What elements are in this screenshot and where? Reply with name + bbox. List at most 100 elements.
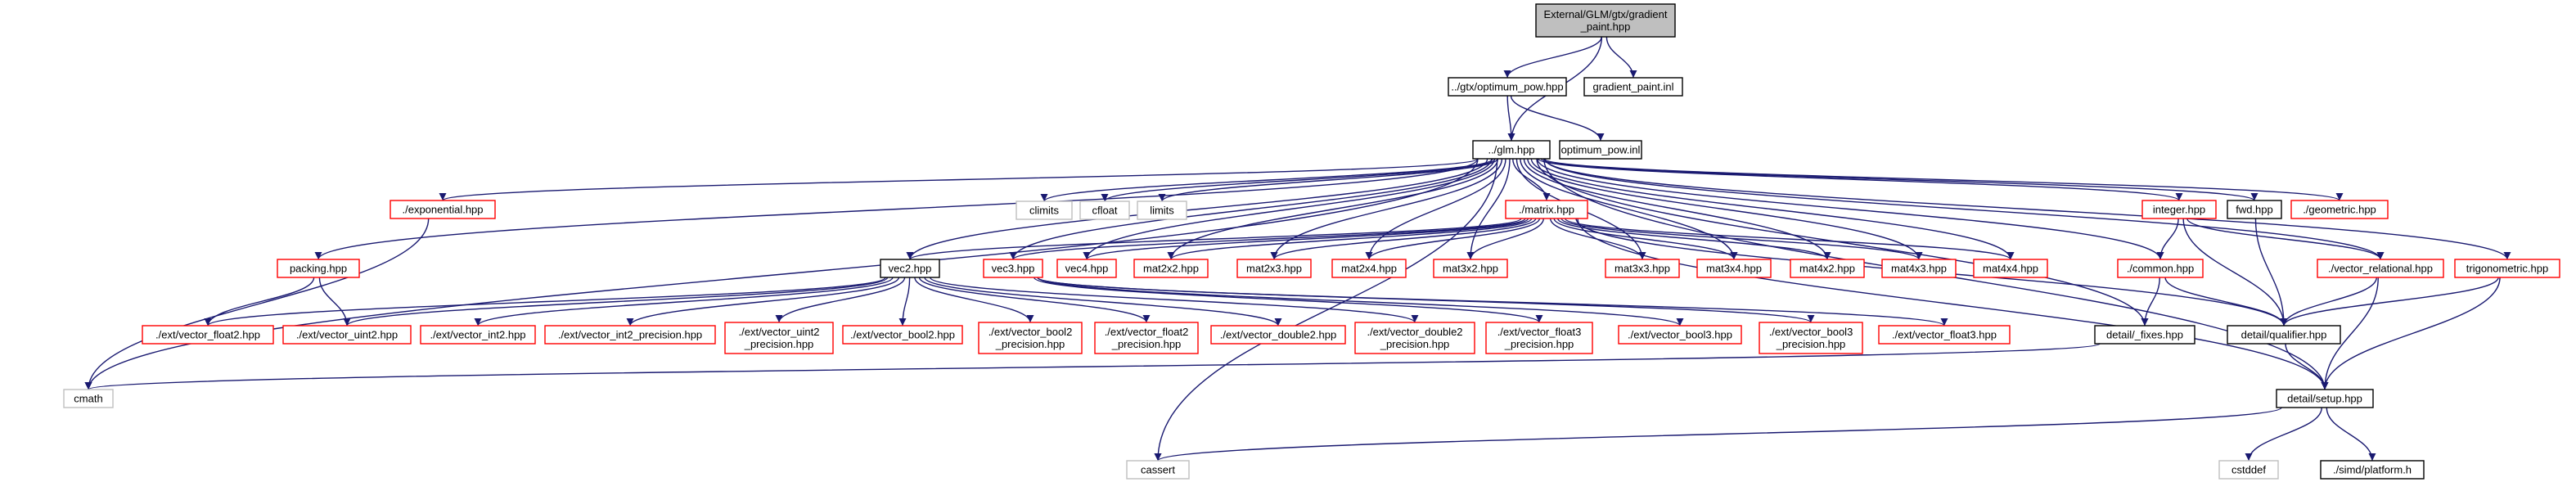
node-ext-vector-bool3[interactable]: ./ext/vector_bool3.hpp [1618, 325, 1742, 345]
node-label: fwd.hpp [2236, 204, 2273, 216]
node-mat2x4[interactable]: mat2x4.hpp [1331, 259, 1407, 278]
edge-vec2-to-ext_vector_float2_precision [918, 277, 1151, 323]
node-label: ./simd/platform.h [2333, 464, 2412, 476]
edge-glm-to-cfloat [1101, 158, 1496, 202]
node-label: ../gtx/optimum_pow.hpp [1451, 81, 1563, 93]
node-simd-platform[interactable]: ./simd/platform.h [2320, 460, 2425, 480]
edge-vec2-to-ext_vector_uint2 [343, 277, 889, 327]
node-vec2[interactable]: vec2.hpp [880, 259, 940, 278]
node-gradient-paint-inl[interactable]: gradient_paint.inl [1583, 77, 1683, 97]
node-mat4x4[interactable]: mat4x4.hpp [1973, 259, 2048, 278]
node-label: ./ext/vector_float3 [1497, 326, 1582, 338]
edge-optimum_pow-to-glm [1506, 95, 1515, 142]
node-ext-vector-int2-precision[interactable]: ./ext/vector_int2_precision.hpp [544, 325, 716, 345]
node-ext-vector-double2-precision[interactable]: ./ext/vector_double2_precision.hpp [1354, 322, 1475, 354]
node-fwd[interactable]: fwd.hpp [2227, 200, 2282, 219]
node-box [1605, 259, 1680, 278]
node-label: cfloat [1092, 205, 1117, 217]
edge-matrix-to-mat4x2 [1557, 218, 1831, 260]
node-detail-qualifier[interactable]: detail/qualifier.hpp [2227, 325, 2341, 345]
node-layer: External/GLM/gtx/gradient_paint.hpp ../gt… [63, 3, 2560, 480]
node-ext-vector-float3-precision[interactable]: ./ext/vector_float3_precision.hpp [1485, 322, 1593, 354]
node-mat4x2[interactable]: mat4x2.hpp [1790, 259, 1865, 278]
node-ext-vector-uint2-precision[interactable]: ./ext/vector_uint2_precision.hpp [724, 322, 834, 354]
edge-glm-to-cassert [1154, 158, 1498, 462]
node-ext-vector-float2[interactable]: ./ext/vector_float2.hpp [142, 325, 274, 345]
edge-vec3-to-ext_vector_float3_precision [1034, 277, 1543, 323]
node-box [842, 325, 963, 345]
node-label: ./ext/vector_int2.hpp [430, 329, 525, 341]
edge-glm-to-mat3x4 [1520, 158, 1738, 260]
node-vec3[interactable]: vec3.hpp [983, 259, 1043, 278]
edge-matrix-to-mat3x2 [1466, 218, 1544, 260]
node-mat3x3[interactable]: mat3x3.hpp [1605, 259, 1680, 278]
node-root[interactable]: External/GLM/gtx/gradient_paint.hpp [1535, 3, 1676, 38]
node-label: mat4x2.hpp [1799, 263, 1855, 275]
node-exponential[interactable]: ./exponential.hpp [390, 200, 496, 219]
node-box [63, 389, 114, 408]
node-label: integer.hpp [2153, 204, 2205, 216]
node-ext-vector-uint2[interactable]: ./ext/vector_uint2.hpp [282, 325, 412, 345]
node-mat3x4[interactable]: mat3x4.hpp [1696, 259, 1772, 278]
node-box [1696, 259, 1772, 278]
node-geometric[interactable]: ./geometric.hpp [2290, 200, 2389, 219]
node-label: vec3.hpp [992, 263, 1035, 275]
node-box [1618, 325, 1742, 345]
edge-glm-to-mat4x4 [1530, 158, 2015, 260]
edge-root-to-gradient_paint_inl [1605, 36, 1637, 79]
node-box [277, 259, 360, 278]
node-box [1056, 259, 1117, 278]
node-ext-vector-float2-precision[interactable]: ./ext/vector_float2_precision.hpp [1094, 322, 1199, 354]
node-matrix[interactable]: ./matrix.hpp [1505, 200, 1588, 219]
node-label: ./matrix.hpp [1519, 204, 1574, 216]
node-label: ./ext/vector_bool2.hpp [850, 329, 955, 341]
node-box [2218, 460, 2279, 480]
node-limits: limits [1137, 200, 1187, 220]
node-vec4[interactable]: vec4.hpp [1056, 259, 1117, 278]
node-label: detail/qualifier.hpp [2241, 329, 2327, 341]
node-box [1559, 140, 1642, 160]
node-common[interactable]: ./common.hpp [2117, 259, 2204, 278]
node-mat4x3[interactable]: mat4x3.hpp [1881, 259, 1957, 278]
node-integer[interactable]: integer.hpp [2141, 200, 2217, 219]
node-packing[interactable]: packing.hpp [277, 259, 360, 278]
node-ext-vector-double2[interactable]: ./ext/vector_double2.hpp [1210, 325, 1346, 345]
node-label: mat2x4.hpp [1341, 263, 1397, 275]
node-climits: climits [1016, 200, 1073, 220]
node-optimum-pow[interactable]: ../gtx/optimum_pow.hpp [1448, 77, 1567, 97]
node-box [2454, 259, 2560, 278]
edge-optimum_pow-to-optimum_pow_inl [1510, 95, 1605, 142]
node-ext-vector-int2[interactable]: ./ext/vector_int2.hpp [420, 325, 536, 345]
node-box [282, 325, 412, 345]
edge-matrix-to-mat2x3 [1270, 218, 1537, 260]
node-ext-vector-bool2[interactable]: ./ext/vector_bool2.hpp [842, 325, 963, 345]
node-detail-fixes[interactable]: detail/_fixes.hpp [2094, 325, 2195, 345]
edge-layer [84, 36, 2511, 462]
node-ext-vector-bool2-precision[interactable]: ./ext/vector_bool2_precision.hpp [978, 322, 1083, 354]
node-label: _paint.hpp [1580, 20, 1631, 33]
node-mat3x2[interactable]: mat3x2.hpp [1433, 259, 1508, 278]
edge-common-to-detail_fixes [2141, 277, 2160, 327]
node-label: _precision.hpp [1380, 338, 1450, 350]
node-label: _precision.hpp [1111, 338, 1182, 350]
node-label: _precision.hpp [1776, 338, 1846, 350]
node-ext-vector-bool3-precision[interactable]: ./ext/vector_bool3_precision.hpp [1759, 322, 1863, 354]
node-ext-vector-float3[interactable]: ./ext/vector_float3.hpp [1878, 325, 2011, 345]
node-glm[interactable]: ../glm.hpp [1472, 140, 1551, 160]
node-label: vec2.hpp [889, 263, 932, 275]
node-label: ./ext/vector_double2.hpp [1220, 329, 1336, 341]
node-box [1354, 322, 1475, 354]
node-vector-relational[interactable]: ./vector_relational.hpp [2317, 259, 2444, 278]
node-trigonometric[interactable]: trigonometric.hpp [2454, 259, 2560, 278]
node-optimum-pow-inl[interactable]: optimum_pow.inl [1559, 140, 1642, 160]
node-mat2x2[interactable]: mat2x2.hpp [1133, 259, 1209, 278]
node-label: mat3x2.hpp [1443, 263, 1498, 275]
node-box [1759, 322, 1863, 354]
node-detail-setup[interactable]: detail/setup.hpp [2276, 389, 2374, 408]
node-mat2x3[interactable]: mat2x3.hpp [1236, 259, 1312, 278]
edge-glm-to-common [1537, 158, 2164, 260]
node-box [1079, 200, 1130, 220]
node-box [1448, 77, 1567, 97]
node-box [1583, 77, 1683, 97]
node-box [142, 325, 274, 345]
